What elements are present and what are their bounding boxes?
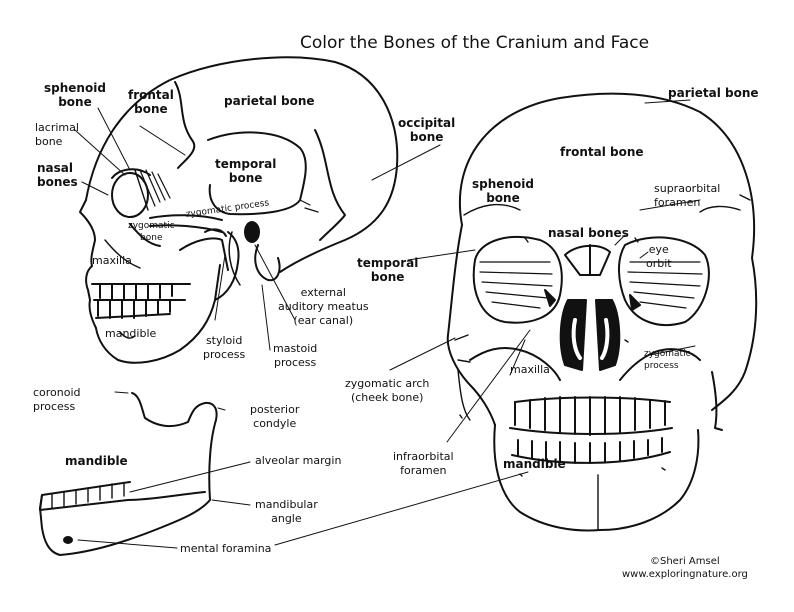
label-front-mandible: mandible: [503, 457, 566, 471]
label-side-parietal: parietal bone: [224, 94, 315, 108]
front-skull-drawing: [446, 92, 758, 532]
label-zygomatic-arch: zygomatic arch(cheek bone): [345, 377, 430, 404]
label-front-parietal: parietal bone: [668, 86, 759, 100]
label-front-frontal: frontal bone: [560, 145, 644, 159]
page-title: Color the Bones of the Cranium and Face: [300, 33, 650, 53]
label-front-maxilla: maxilla: [510, 363, 550, 376]
label-alveolar-margin: alveolar margin: [255, 454, 342, 467]
label-side-maxilla: maxilla: [92, 254, 132, 267]
label-front-nasal: nasal bones: [548, 226, 629, 240]
label-mental-foramina: mental foramina: [180, 542, 272, 555]
label-mandible-standalone: mandible: [65, 454, 128, 468]
label-side-mandible: mandible: [105, 327, 157, 340]
credit-site: www.exploringnature.org: [622, 569, 748, 580]
pointer-lines: [74, 99, 701, 549]
mandible-drawing: [39, 392, 218, 556]
side-skull-drawing: [79, 56, 399, 364]
credit-author: ©Sheri Amsel: [650, 556, 720, 567]
